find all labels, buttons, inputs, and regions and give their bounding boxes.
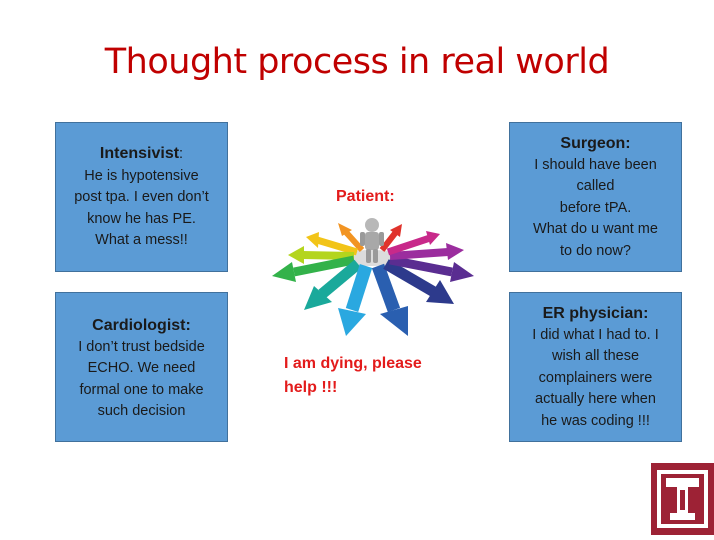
er-physician-line: he was coding !!! xyxy=(541,412,650,429)
arrow-green xyxy=(272,255,355,282)
cardiologist-line: ECHO. We need xyxy=(87,360,196,376)
arrow-purple xyxy=(389,243,464,260)
er-physician-line: actually here when xyxy=(535,391,656,407)
arrow-sky xyxy=(338,264,373,336)
surgeon-line: to do now? xyxy=(560,242,631,259)
intensivist-line: He is hypotensive xyxy=(84,167,199,184)
cardiologist-box: Cardiologist: I don’t trust bedside ECHO… xyxy=(55,292,228,442)
intensivist-line: post tpa. I even don’t xyxy=(74,189,209,205)
arrow-burst-graphic xyxy=(272,218,474,336)
surgeon-line: What do u want me xyxy=(533,221,658,237)
slide-title: Thought process in real world xyxy=(104,42,610,82)
temple-t-icon xyxy=(657,470,708,528)
arrow-navy xyxy=(383,259,454,304)
cardiologist-heading: Cardiologist: xyxy=(92,317,191,334)
er-physician-heading: ER physician: xyxy=(542,305,649,322)
arrow-burst xyxy=(272,223,474,336)
patient-cry: I am dying, please help !!! xyxy=(284,352,454,400)
er-physician-line: complainers were xyxy=(538,369,653,386)
intensivist-heading-colon: : xyxy=(179,146,184,162)
surgeon-line: before tPA. xyxy=(559,199,632,216)
intensivist-line: What a mess!! xyxy=(95,232,188,248)
surgeon-line: I should have been xyxy=(534,156,657,173)
arrow-gold xyxy=(306,232,359,256)
intensivist-box: Intensivist: He is hypotensive post tpa.… xyxy=(55,122,228,272)
arrow-orange xyxy=(338,223,365,253)
intensivist-heading: Intensivist xyxy=(99,145,180,162)
arrow-indigo xyxy=(389,255,474,282)
arrow-yellow-green xyxy=(288,246,355,264)
arrow-magenta xyxy=(386,231,440,256)
patient-cry-line: I am dying, please xyxy=(284,355,422,372)
temple-t-logo xyxy=(651,463,714,535)
er-physician-line: I did what I had to. I xyxy=(532,326,659,343)
intensivist-line: know he has PE. xyxy=(87,210,196,227)
cardiologist-line: such decision xyxy=(97,403,186,419)
patient-label: Patient: xyxy=(336,188,395,205)
patient-cry-line: help !!! xyxy=(284,379,338,396)
cardiologist-line: formal one to make xyxy=(79,381,204,398)
er-physician-box: ER physician: I did what I had to. I wis… xyxy=(509,292,682,442)
cardiologist-line: I don’t trust bedside xyxy=(78,338,205,355)
person-icon xyxy=(360,218,384,263)
surgeon-box: Surgeon: I should have been called befor… xyxy=(509,122,682,272)
arrow-red xyxy=(379,224,402,252)
surgeon-line: called xyxy=(576,178,615,194)
arrow-teal xyxy=(304,259,362,310)
arrow-blue xyxy=(371,263,408,336)
surgeon-heading: Surgeon: xyxy=(560,135,631,152)
er-physician-line: wish all these xyxy=(551,348,640,364)
